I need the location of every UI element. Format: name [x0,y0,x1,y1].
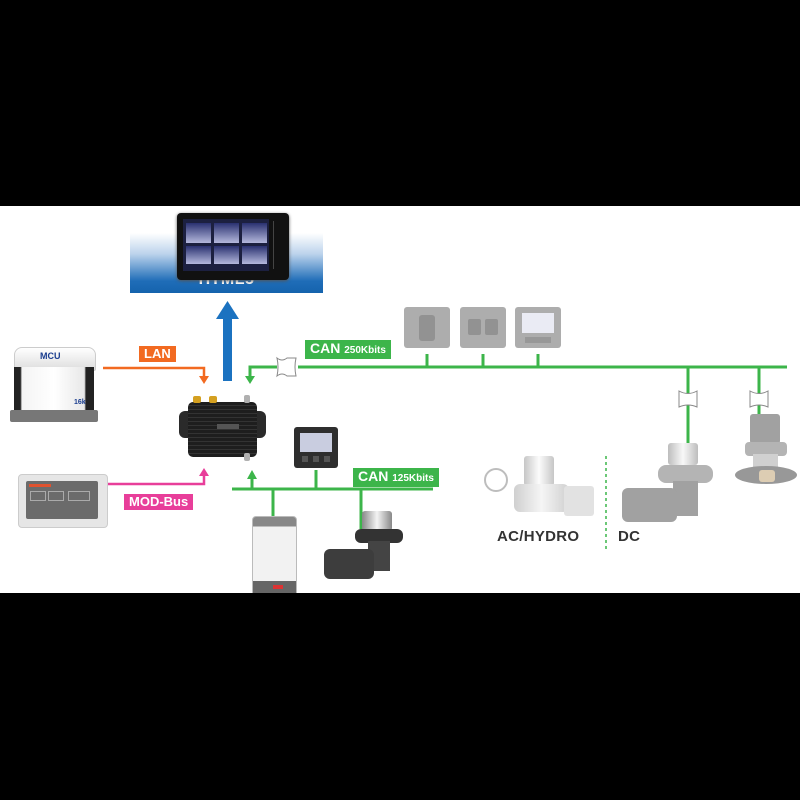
can250-bus [245,354,787,443]
can125-label: CAN 125Kbits [353,468,439,487]
can250-label-main: CAN [310,340,341,356]
network-diagram: HTML5 MCU 16k [0,206,800,593]
touch-display [177,213,289,280]
ac-hydro-caption: AC/HYDRO [497,528,580,545]
mcu-logo: MCU [40,351,61,361]
lan-line [103,366,209,384]
gateway-device [179,394,266,462]
can125-label-main: CAN [358,468,389,484]
mcu-badge: 16k [74,399,86,406]
modbus-label: MOD-Bus [124,494,194,510]
can-terminator [276,356,297,378]
bow-thruster [735,414,797,506]
battery-charger [252,516,297,593]
modbus-panel [18,474,108,528]
mcu-box: MCU 16k [10,347,98,427]
dual-lever-panel [460,307,506,348]
lan-label: LAN [139,346,176,362]
joystick-panel [404,307,450,348]
dc-windlass [618,443,718,538]
modbus-line [105,468,209,486]
dc-caption: DC [618,528,641,545]
can125-label-speed: 125Kbits [392,473,434,484]
display-panel [515,307,561,348]
chain-counter-display [294,427,338,468]
ac-hydro-capstan [484,456,599,524]
diagram-lines [103,301,787,551]
can250-label: CAN 250Kbits [305,340,391,359]
html5-arrow [216,301,239,381]
can250-label-speed: 250Kbits [344,345,386,356]
can125-bus [232,470,433,529]
dc-windlass-small [320,511,415,586]
